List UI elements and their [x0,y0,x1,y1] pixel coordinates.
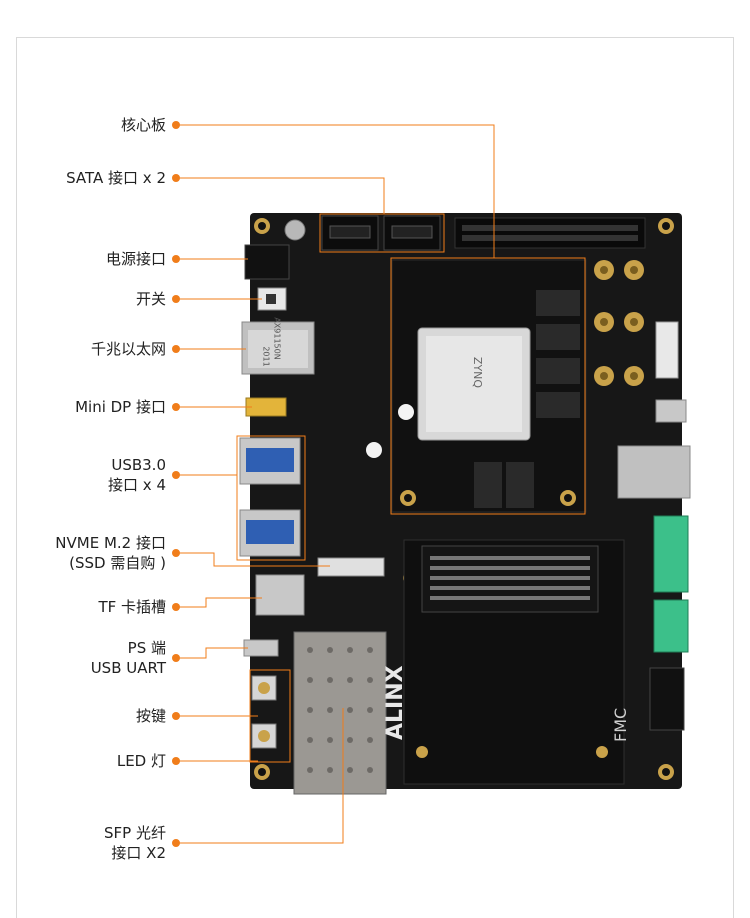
label-ethernet: 千兆以太网 [90,340,166,358]
label-ps-uart: PS 端 USB UART [91,638,166,678]
label-usb30-line2: 接口 x 4 [108,476,166,494]
label-ps-line2: USB UART [90,659,166,677]
label-core-board: 核心板 [120,116,166,134]
label-usb30: USB3.0 接口 x 4 [108,455,166,495]
label-sfp: SFP 光纤 接口 X2 [104,823,166,863]
chip-text: ZYNQ [471,356,485,389]
label-ps-line1: PS 端 [127,639,166,657]
image-frame [16,37,734,918]
core-board-box [390,257,586,515]
magjack-text-1: AX91150N [272,317,282,360]
brand-logo: ALINX [383,665,408,740]
leader-dots [172,121,180,847]
label-led: LED 灯 [116,752,166,770]
label-button: 按键 [135,707,166,725]
sata-box [319,213,445,253]
label-minidp: Mini DP 接口 [75,398,166,416]
label-tf: TF 卡插槽 [98,598,166,616]
label-switch: 开关 [135,290,166,308]
leader-lines [176,124,495,844]
label-sfp-line2: 接口 X2 [111,844,166,862]
magjack-text-2: 2011 [261,346,271,367]
usb-box [236,435,306,561]
label-power: 电源接口 [105,250,166,268]
label-nvme-line1: NVME M.2 接口 [55,534,166,552]
label-sfp-line1: SFP 光纤 [104,824,166,842]
label-nvme-line2: (SSD 需自购 ) [69,554,166,572]
label-sata: SATA 接口 x 2 [66,169,166,187]
fmc-text: FMC [611,708,630,742]
label-nvme: NVME M.2 接口 (SSD 需自购 ) [55,533,166,573]
label-usb30-line1: USB3.0 [111,456,166,474]
